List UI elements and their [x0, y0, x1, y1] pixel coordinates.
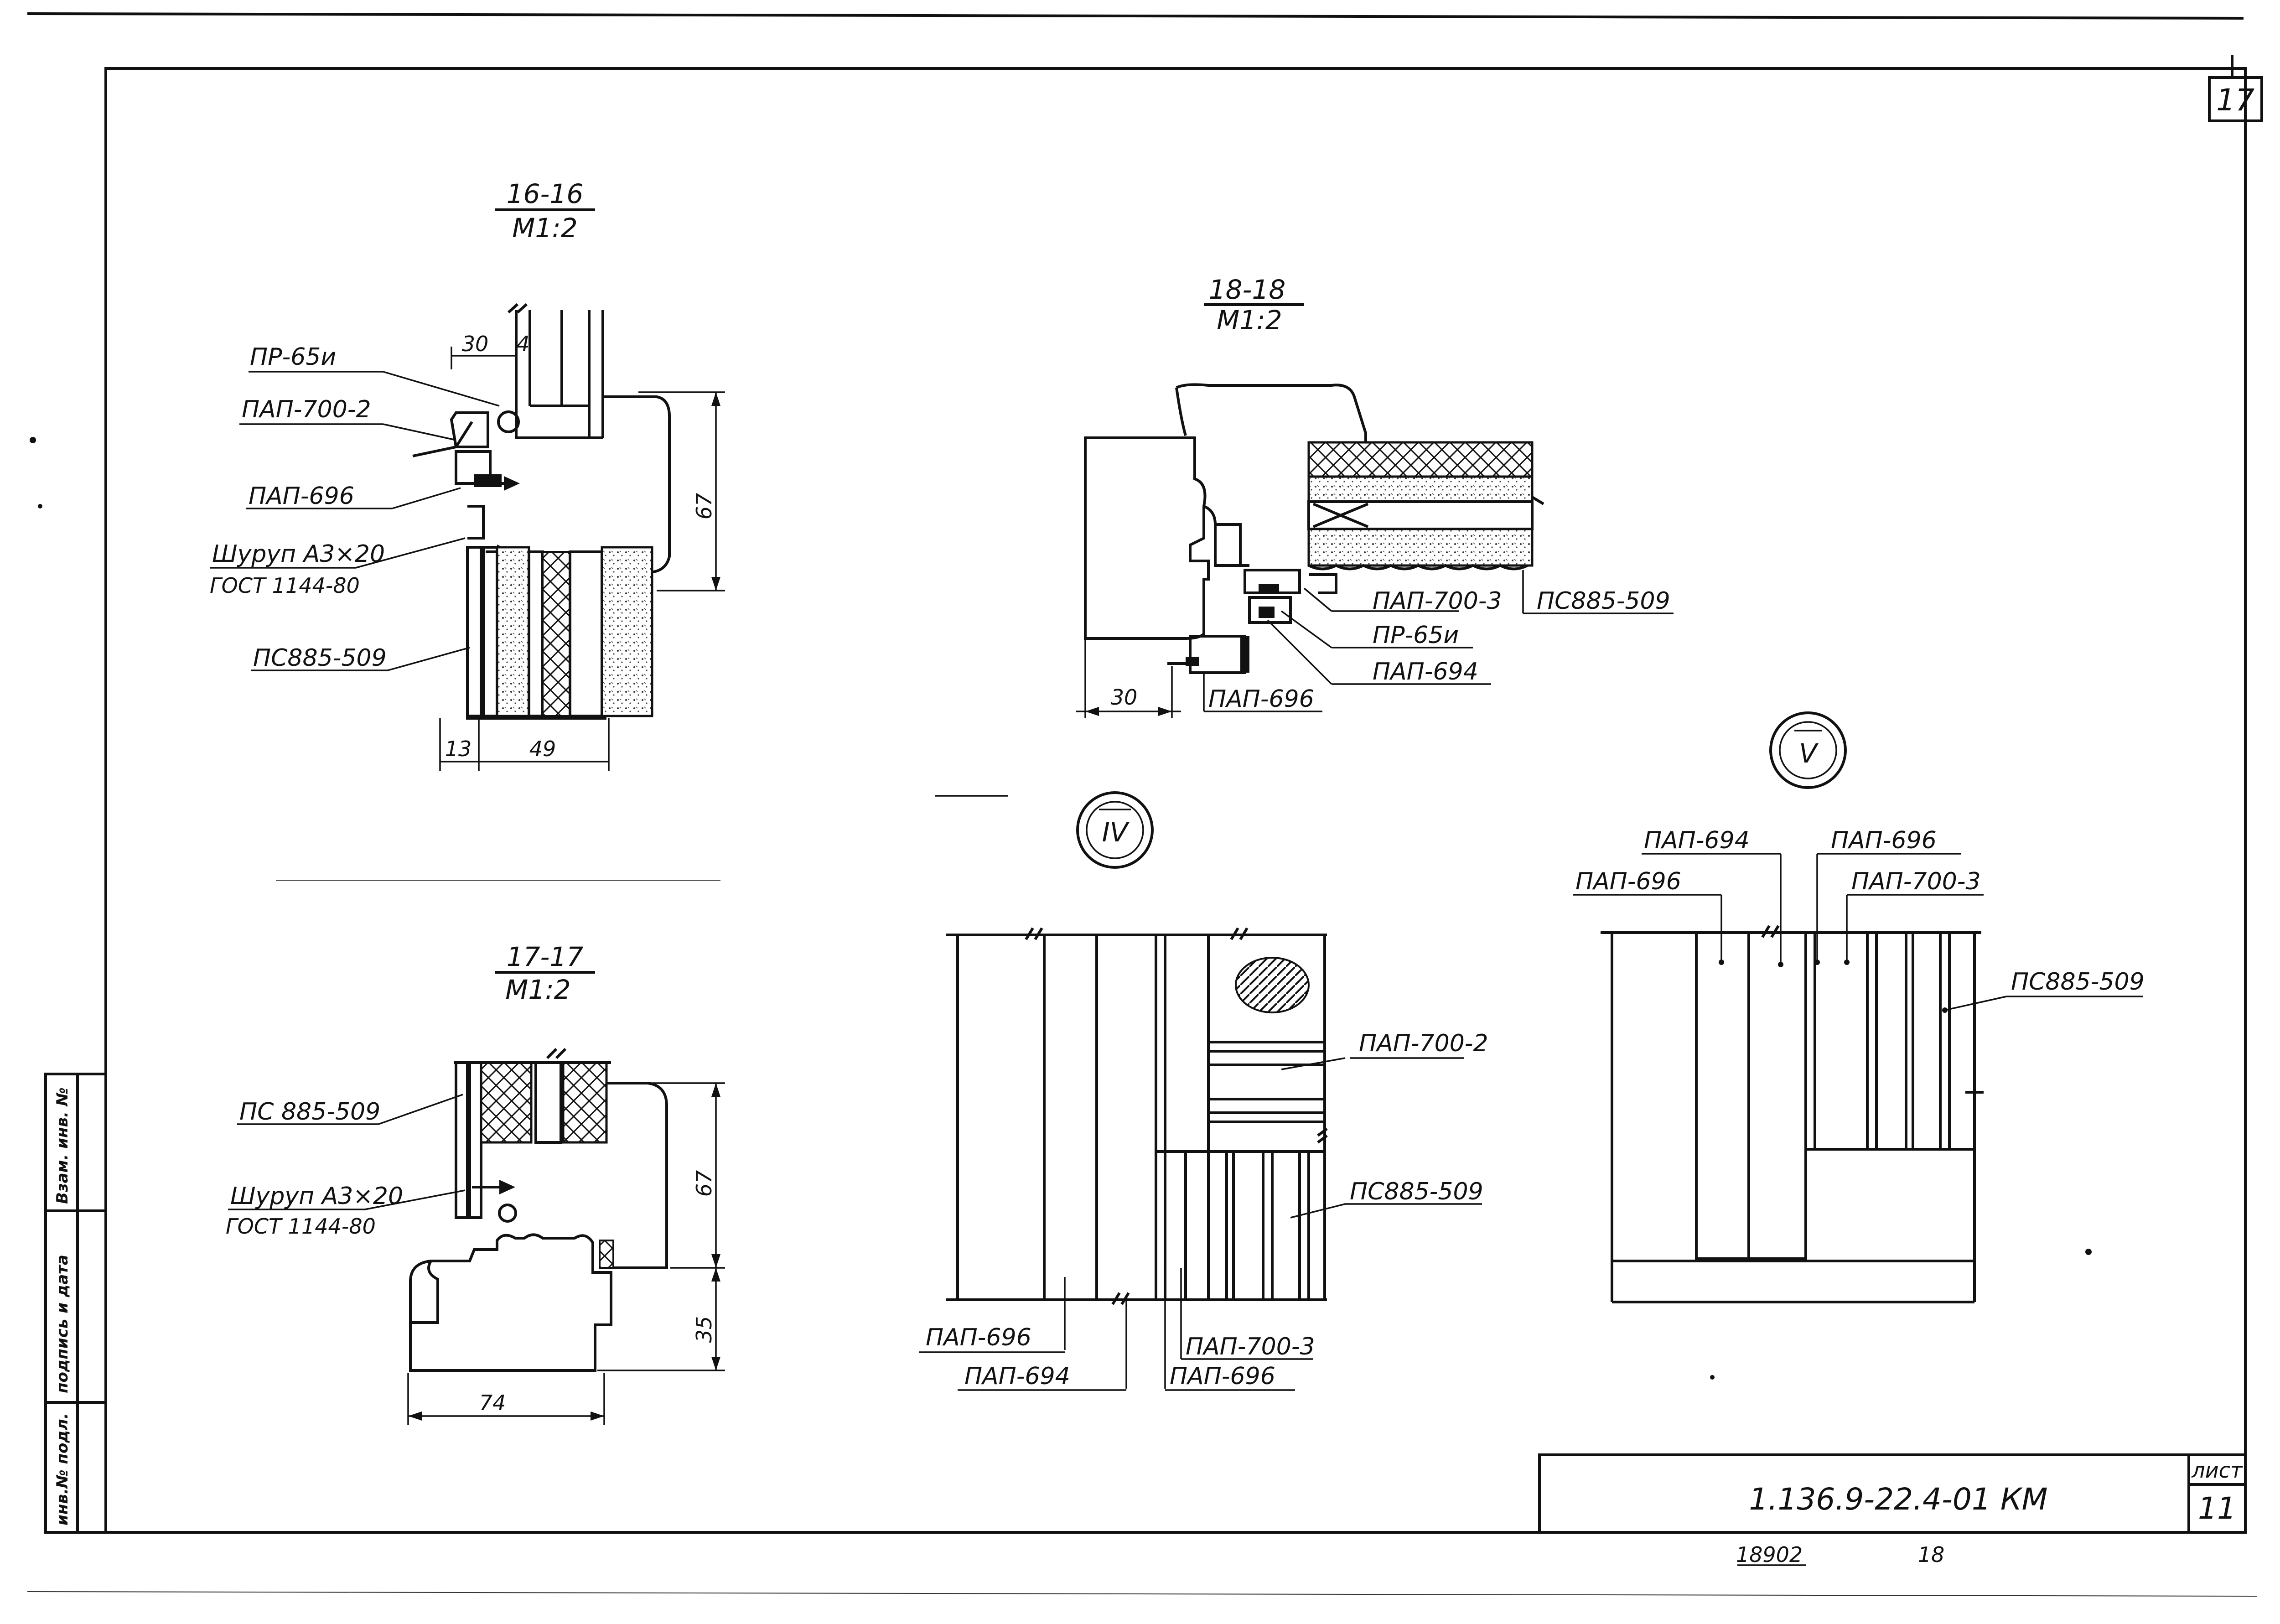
section-16-16: 16-16 М1:2 30 4 — [210, 178, 725, 771]
corner-number: 17 — [2216, 83, 2254, 118]
dim-30-b: 30 — [1111, 685, 1138, 710]
label-pap696-e: ПАП-696 — [1831, 827, 1937, 854]
section-16-title: 16-16 — [507, 178, 584, 209]
dim-30: 30 — [462, 332, 489, 356]
footer-left-number: 18902 — [1736, 1542, 1803, 1567]
section-18-18: 18-18 М1:2 30 — [1076, 274, 1674, 718]
label-pap700-3: ПАП-700-3 — [1373, 587, 1502, 615]
label-shurup: Шуруп А3×20 — [212, 540, 385, 568]
label-pap694-c: ПАП-694 — [1644, 827, 1750, 854]
section-17-scale: М1:2 — [505, 974, 570, 1005]
dim-13: 13 — [445, 737, 472, 761]
label-pap696-d: ПАП-696 — [1170, 1363, 1275, 1390]
label-pap696-f: ПАП-696 — [1575, 868, 1681, 895]
corner-number-box: 17 — [2208, 55, 2263, 122]
stamp-inv-podl: инв.№ подл. — [53, 1413, 72, 1525]
label-pap700-3-b: ПАП-700-3 — [1186, 1333, 1315, 1360]
sheet-label: лист — [2191, 1458, 2243, 1483]
section-18-title: 18-18 — [1209, 274, 1286, 305]
scan-specks — [30, 437, 2092, 1380]
footer-right-number: 18 — [1918, 1542, 1945, 1567]
label-pap696-b: ПАП-696 — [1208, 685, 1314, 713]
label-shurup-b: Шуруп А3×20 — [230, 1183, 403, 1210]
section-16-scale: М1:2 — [512, 213, 577, 244]
dim-35: 35 — [692, 1316, 716, 1343]
side-stamp: инв.№ подл. подпись и дата Взам. инв. № — [44, 1073, 107, 1534]
label-pap700-2: ПАП-700-2 — [242, 396, 371, 423]
label-pap694-b: ПАП-694 — [964, 1363, 1070, 1390]
scan-lines — [276, 795, 1008, 881]
sheet-number: 11 — [2198, 1491, 2236, 1526]
label-ps885: ПС885-509 — [253, 644, 387, 672]
section-18-scale: М1:2 — [1217, 305, 1282, 336]
stamp-vzam-inv: Взам. инв. № — [53, 1087, 72, 1204]
label-ps885-d: ПС885-509 — [1350, 1178, 1483, 1205]
label-pap700-3-c: ПАП-700-3 — [1851, 868, 1981, 895]
label-pr65i-b: ПР-65и — [1373, 622, 1459, 649]
dim-74: 74 — [479, 1391, 506, 1415]
title-block: 1.136.9-22.4-01 КМ лист 11 18902 18 — [1538, 1453, 2247, 1567]
label-gost: ГОСТ 1144-80 — [210, 573, 360, 598]
label-pap694: ПАП-694 — [1373, 658, 1478, 685]
view-iv-marker: IV — [1102, 817, 1130, 848]
label-pr65i: ПР-65и — [250, 343, 336, 371]
section-17-17: 17-17 М1:2 67 35 74 ПС 885-50 — [226, 941, 725, 1425]
label-pap696-c: ПАП-696 — [926, 1324, 1031, 1351]
view-iv: IV ПАП-700-2 ПС885-509 — [919, 791, 1488, 1391]
view-v: V ПАП-696 ПАП-694 ПАП-696 — [1573, 711, 2145, 1303]
label-pap696: ПАП-696 — [249, 483, 354, 510]
label-ps885-c: ПС885-509 — [1537, 587, 1670, 615]
view-v-marker: V — [1799, 738, 1819, 769]
label-gost-b: ГОСТ 1144-80 — [226, 1214, 376, 1239]
dim-4: 4 — [516, 332, 529, 356]
label-ps885-e: ПС885-509 — [2011, 968, 2145, 996]
label-pap700-2-b: ПАП-700-2 — [1359, 1030, 1488, 1057]
section-17-title: 17-17 — [507, 941, 584, 972]
dim-67: 67 — [692, 493, 716, 520]
label-ps885-b: ПС 885-509 — [239, 1098, 380, 1126]
stamp-podpis-data: подпись и дата — [53, 1255, 72, 1393]
drawing-designation: 1.136.9-22.4-01 КМ — [1749, 1482, 2047, 1517]
dim-67-b: 67 — [692, 1170, 716, 1197]
sheet-frame — [27, 12, 2258, 1597]
dim-49: 49 — [529, 737, 556, 761]
